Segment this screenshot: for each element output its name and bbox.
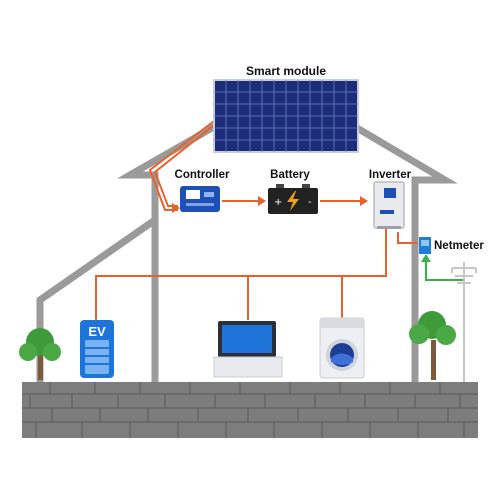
- power-pole-icon: [451, 262, 477, 382]
- wiring: [95, 117, 418, 320]
- tree-icon: [409, 311, 456, 380]
- battery-label: Battery: [270, 169, 310, 181]
- svg-text:-: -: [308, 197, 312, 208]
- battery-icon: + -: [268, 184, 318, 214]
- tree-icon: [19, 328, 61, 380]
- wire-arrows: [172, 196, 368, 213]
- computer-icon: [213, 321, 283, 378]
- ev-label: EV: [88, 324, 106, 339]
- controller-label: Controller: [175, 169, 230, 181]
- netmeter-label: Netmeter: [434, 240, 484, 252]
- grid-wire: [421, 254, 464, 281]
- ev-charger-icon: [80, 320, 114, 378]
- washing-machine-icon: [319, 317, 365, 379]
- solar-label: Smart module: [246, 64, 326, 78]
- svg-text:+: +: [274, 197, 282, 208]
- inverter-icon: [373, 181, 405, 229]
- netmeter-icon: [419, 237, 431, 254]
- charge-controller-icon: [180, 186, 220, 212]
- stone-wall: [22, 382, 478, 438]
- solar-panel-icon: [213, 79, 359, 153]
- inverter-label: Inverter: [369, 169, 412, 181]
